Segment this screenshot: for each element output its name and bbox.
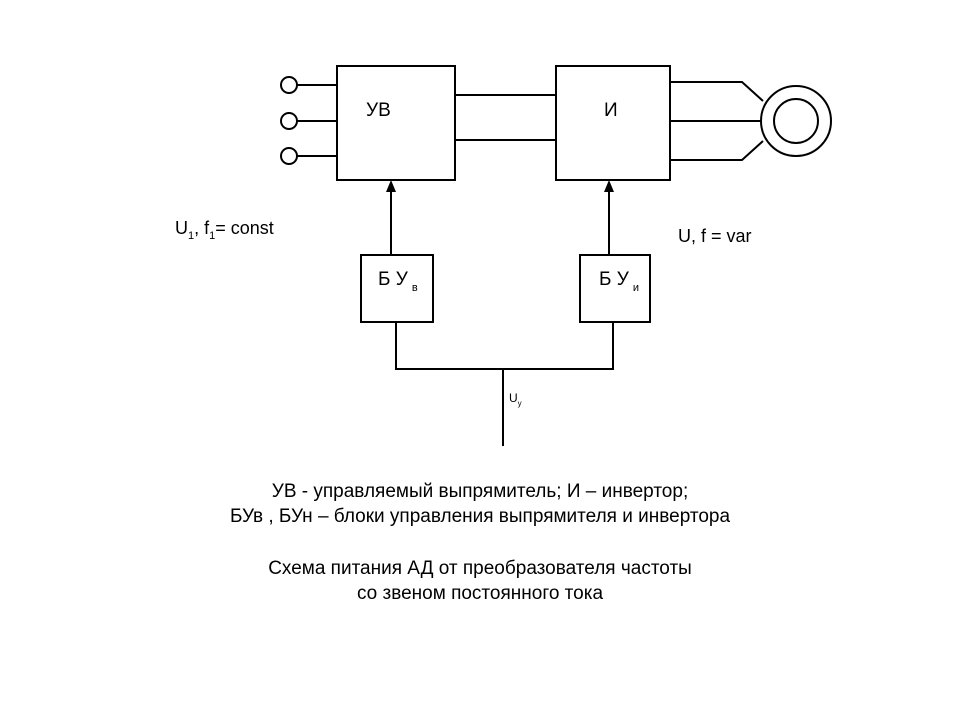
- input-terminal-2: [280, 112, 298, 130]
- motor-wire-1: [670, 81, 764, 102]
- rectifier-ctrl-arrow: [386, 180, 396, 192]
- diagram-title: Схема питания АД от преобразователя част…: [0, 556, 960, 606]
- inverter-block: [555, 65, 671, 181]
- inverter-label: И: [604, 100, 618, 121]
- motor-outer: [760, 85, 832, 157]
- output-params-label: U, f = var: [678, 226, 752, 246]
- input-params-label: U1, f1= const: [175, 218, 274, 242]
- control-voltage-label: Uу: [509, 391, 522, 408]
- motor-inner: [773, 98, 819, 144]
- legend-caption: УВ - управляемый выпрямитель; И – инверт…: [0, 479, 960, 529]
- rectifier-label: УВ: [366, 100, 391, 121]
- input-terminal-1: [280, 76, 298, 94]
- legend-line-1: УВ - управляемый выпрямитель; И – инверт…: [271, 481, 689, 502]
- rectifier-block: [336, 65, 456, 181]
- inverter-ctrl-block: [579, 254, 651, 323]
- title-line-2: со звеном постоянного тока: [356, 583, 604, 604]
- control-bus: [395, 322, 614, 370]
- motor-wire-3: [670, 140, 764, 161]
- legend-line-2: БУв , БУн – блоки управления выпрямителя…: [229, 506, 731, 527]
- title-line-1: Схема питания АД от преобразователя част…: [268, 558, 692, 579]
- inverter-ctrl-arrow: [604, 180, 614, 192]
- input-terminal-3: [280, 147, 298, 165]
